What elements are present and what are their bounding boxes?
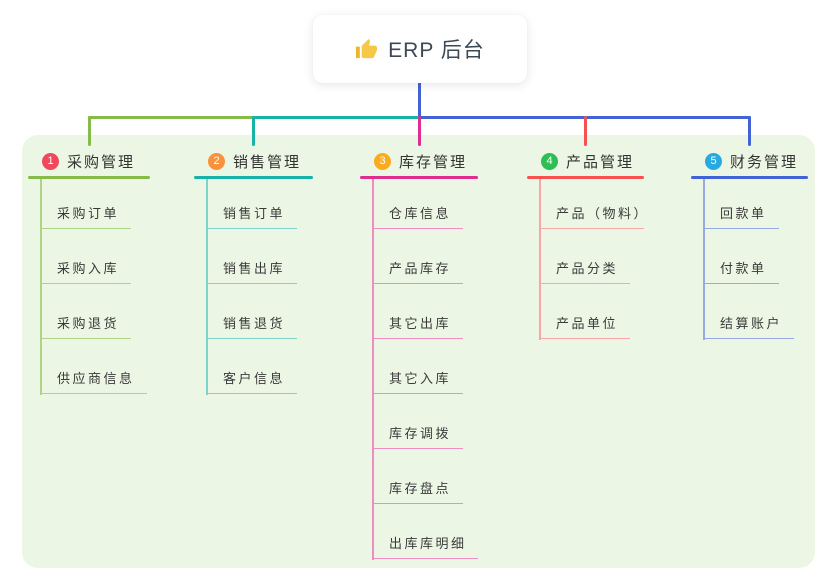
connector-horizontal-segment (87, 116, 255, 119)
child-node-label: 回款单 (703, 203, 779, 229)
root-node[interactable]: ERP 后台 (313, 15, 527, 83)
child-node-label: 产品库存 (372, 258, 464, 284)
connector-drop-line (417, 116, 421, 146)
branch-column: 2 销售管理销售订单销售出库销售退货客户信息 (194, 146, 313, 395)
root-node-title: ERP 后台 (388, 39, 485, 62)
branch-node[interactable]: 4 产品管理 (527, 146, 644, 176)
branch-label: 采购管理 (67, 153, 136, 171)
branch-column: 1 采购管理采购订单采购入库采购退货供应商信息 (28, 146, 150, 395)
child-node-label: 客户信息 (206, 368, 298, 394)
child-node-label: 销售出库 (206, 258, 298, 284)
branch-number-badge: 1 (42, 152, 59, 170)
branch-underline (194, 176, 313, 179)
child-node-label: 库存调拨 (372, 423, 464, 449)
branch-column: 4 产品管理产品（物料） 产品分类产品单位 (527, 146, 647, 340)
branch-label: 库存管理 (399, 153, 468, 171)
child-node[interactable]: 付款单 (703, 229, 808, 284)
child-node-label: 供应商信息 (40, 368, 147, 394)
child-node[interactable]: 销售退货 (206, 284, 313, 339)
branch-underline (527, 176, 644, 179)
child-node[interactable]: 仓库信息 (372, 179, 478, 229)
child-node-label: 采购退货 (40, 313, 132, 339)
child-node[interactable]: 库存调拨 (372, 394, 478, 449)
child-node-label: 产品（物料） (539, 203, 647, 229)
child-node[interactable]: 产品（物料） (539, 179, 647, 229)
branch-children: 回款单付款单结算账户 (691, 179, 808, 340)
child-node-label: 产品分类 (539, 258, 631, 284)
children-connector-vline (703, 179, 705, 340)
branches-panel-background (22, 135, 815, 568)
branch-label: 产品管理 (566, 153, 635, 171)
branch-column: 3 库存管理仓库信息产品库存其它出库其它入库库存调拨库存盘点出库库明细 (360, 146, 478, 560)
branch-underline (28, 176, 150, 179)
child-node[interactable]: 其它入库 (372, 339, 478, 394)
children-connector-vline (40, 179, 42, 395)
child-node[interactable]: 产品库存 (372, 229, 478, 284)
child-node-label: 产品单位 (539, 313, 631, 339)
child-node-label: 仓库信息 (372, 203, 464, 229)
branch-number-badge: 4 (541, 152, 558, 170)
connector-drop-line (87, 116, 91, 146)
thumbs-up-icon (355, 38, 378, 61)
branch-column: 5 财务管理回款单付款单结算账户 (691, 146, 808, 340)
branch-node[interactable]: 2 销售管理 (194, 146, 313, 176)
child-node[interactable]: 产品分类 (539, 229, 644, 284)
branch-children: 仓库信息产品库存其它出库其它入库库存调拨库存盘点出库库明细 (360, 179, 478, 560)
branch-label: 销售管理 (233, 153, 302, 171)
child-node[interactable]: 销售出库 (206, 229, 313, 284)
connector-horizontal-segment (252, 116, 421, 119)
child-node-label: 结算账户 (703, 313, 795, 339)
branch-underline (360, 176, 478, 179)
child-node[interactable]: 销售订单 (206, 179, 313, 229)
child-node[interactable]: 回款单 (703, 179, 808, 229)
child-node-label: 出库库明细 (372, 533, 478, 559)
child-node[interactable]: 出库库明细 (372, 504, 478, 559)
children-connector-vline (539, 179, 541, 340)
child-node[interactable]: 产品单位 (539, 284, 644, 339)
branch-node[interactable]: 5 财务管理 (691, 146, 808, 176)
child-node-label: 销售订单 (206, 203, 298, 229)
branch-children: 产品（物料） 产品分类产品单位 (527, 179, 647, 340)
branch-label: 财务管理 (730, 153, 799, 171)
branch-number-badge: 2 (208, 152, 225, 170)
branch-node[interactable]: 1 采购管理 (28, 146, 150, 176)
child-node-label: 其它入库 (372, 368, 464, 394)
child-node-label: 付款单 (703, 258, 779, 284)
connector-drop-line (584, 116, 587, 146)
trunk-connector-line (417, 82, 421, 118)
child-node[interactable]: 供应商信息 (40, 339, 150, 394)
child-node[interactable]: 采购退货 (40, 284, 150, 339)
child-node[interactable]: 客户信息 (206, 339, 313, 394)
child-node[interactable]: 结算账户 (703, 284, 808, 339)
child-node-label: 采购入库 (40, 258, 132, 284)
children-connector-vline (372, 179, 374, 560)
branch-node[interactable]: 3 库存管理 (360, 146, 478, 176)
child-node-label: 其它出库 (372, 313, 464, 339)
child-node-label: 库存盘点 (372, 478, 464, 504)
branch-children: 采购订单采购入库采购退货供应商信息 (28, 179, 150, 395)
child-node[interactable]: 其它出库 (372, 284, 478, 339)
branch-number-badge: 3 (374, 152, 391, 170)
connector-drop-line (748, 116, 751, 146)
connector-drop-line (252, 116, 255, 146)
branch-underline (691, 176, 808, 179)
child-node[interactable]: 采购订单 (40, 179, 150, 229)
branch-number-badge: 5 (705, 152, 722, 170)
child-node[interactable]: 采购入库 (40, 229, 150, 284)
branch-children: 销售订单销售出库销售退货客户信息 (194, 179, 313, 395)
child-node[interactable]: 库存盘点 (372, 449, 478, 504)
children-connector-vline (206, 179, 208, 395)
child-node-label: 采购订单 (40, 203, 132, 229)
child-node-label: 销售退货 (206, 313, 298, 339)
